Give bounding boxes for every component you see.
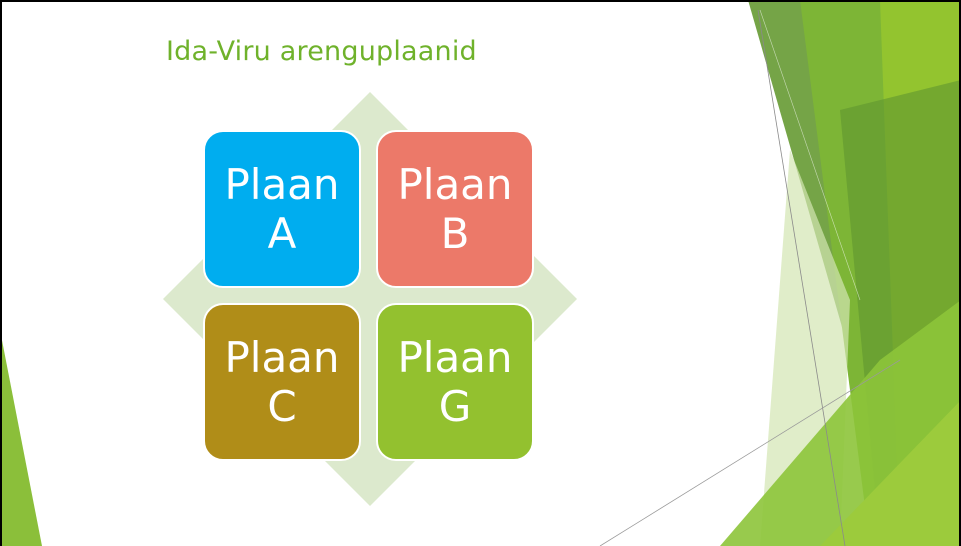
slide-title: Ida-Viru arenguplaanid [166, 36, 477, 67]
thin-line-1 [757, 9, 846, 546]
thin-line-2 [599, 359, 901, 546]
thin-line-3 [759, 9, 861, 301]
tile-plaan-g[interactable]: Plaan G [376, 303, 534, 461]
right-facet-bottom [820, 400, 961, 546]
left-accent-shape [0, 330, 42, 546]
tile-plaan-c[interactable]: Plaan C [203, 303, 361, 461]
tile-plaan-b[interactable]: Plaan B [376, 130, 534, 288]
tile-plaan-a[interactable]: Plaan A [203, 130, 361, 288]
